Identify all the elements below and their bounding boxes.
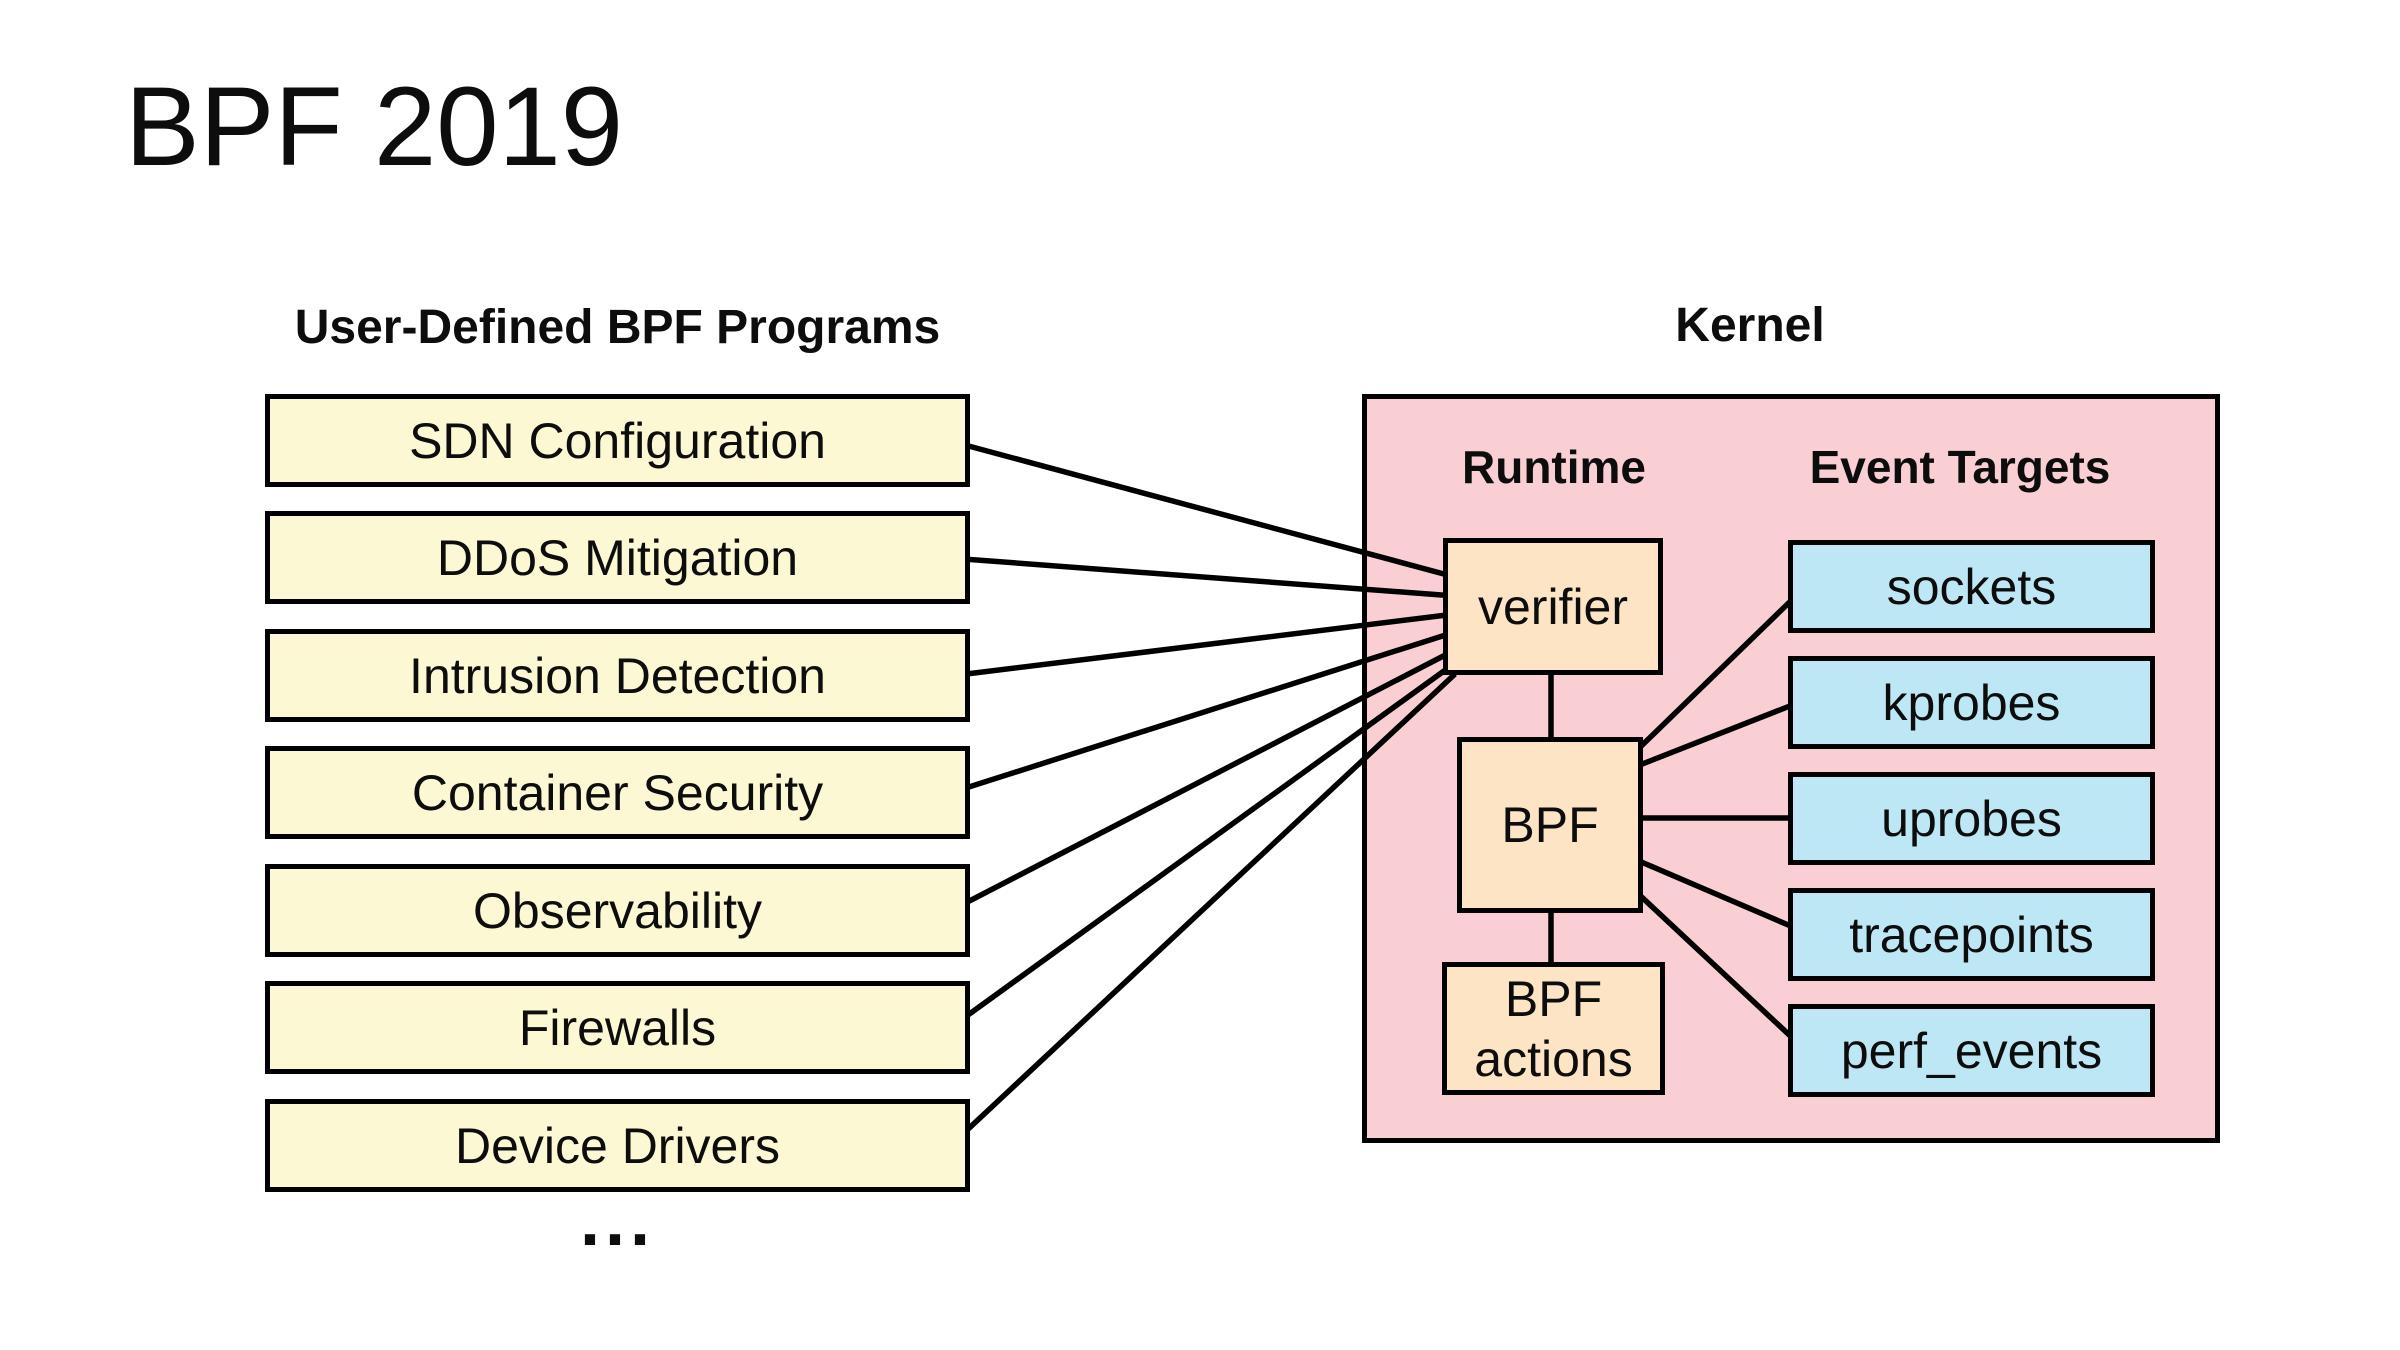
bpf-actions-label: BPF actions: [1474, 970, 1633, 1087]
program-label: Firewalls: [518, 999, 717, 1056]
program-box-container-security: Container Security: [265, 746, 970, 839]
target-box-sockets: sockets: [1788, 540, 2155, 633]
edge-observability-verifier: [948, 647, 1457, 914]
verifier-label: verifier: [1477, 578, 1629, 635]
edge-sdn-configuration-verifier: [949, 438, 1456, 580]
edge-bpf-tracepoints: [1630, 855, 1802, 933]
target-label: tracepoints: [1849, 906, 2094, 963]
bpf-box: BPF: [1457, 737, 1643, 913]
program-label: Intrusion Detection: [409, 647, 826, 704]
program-label: SDN Configuration: [409, 412, 826, 469]
target-box-perf-events: perf_events: [1788, 1004, 2155, 1097]
target-box-tracepoints: tracepoints: [1788, 888, 2155, 981]
event-targets-header: Event Targets: [1809, 441, 2111, 493]
verifier-box: verifier: [1443, 538, 1663, 675]
more-programs-ellipsis: ...: [579, 1181, 655, 1261]
program-label: DDoS Mitigation: [436, 529, 799, 586]
bpf-label: BPF: [1501, 797, 1599, 853]
program-box-intrusion-detection: Intrusion Detection: [265, 629, 970, 722]
program-label: Container Security: [411, 764, 824, 821]
program-label: Device Drivers: [454, 1117, 781, 1174]
kernel-header: Kernel: [1675, 299, 1825, 352]
edge-bpf-perf-events: [1630, 885, 1802, 1048]
edge-bpf-kprobes: [1630, 699, 1802, 771]
bpf-actions-box: BPF actions: [1442, 962, 1665, 1095]
program-box-sdn-configuration: SDN Configuration: [265, 394, 970, 487]
edge-container-security-verifier: [949, 629, 1456, 796]
target-label: uprobes: [1881, 790, 2062, 847]
edge-ddos-mitigation-verifier: [949, 555, 1456, 599]
left-column-header: User-Defined BPF Programs: [294, 301, 941, 354]
edge-intrusion-detection-verifier: [949, 611, 1456, 679]
program-box-device-drivers: Device Drivers: [265, 1099, 970, 1192]
runtime-header: Runtime: [1462, 441, 1646, 493]
program-box-ddos-mitigation: DDoS Mitigation: [265, 511, 970, 604]
program-label: Observability: [473, 882, 762, 939]
slide-title: BPF 2019: [125, 64, 624, 189]
edge-device-drivers-verifier: [948, 671, 1457, 1149]
program-box-observability: Observability: [265, 864, 970, 957]
target-box-uprobes: uprobes: [1788, 772, 2155, 865]
program-box-firewalls: Firewalls: [265, 981, 970, 1074]
target-label: kprobes: [1882, 674, 2061, 731]
target-label: sockets: [1886, 558, 2057, 615]
target-label: perf_events: [1840, 1022, 2103, 1079]
edge-firewalls-verifier: [948, 660, 1457, 1031]
target-box-kprobes: kprobes: [1788, 656, 2155, 749]
edge-bpf-sockets: [1630, 590, 1802, 757]
